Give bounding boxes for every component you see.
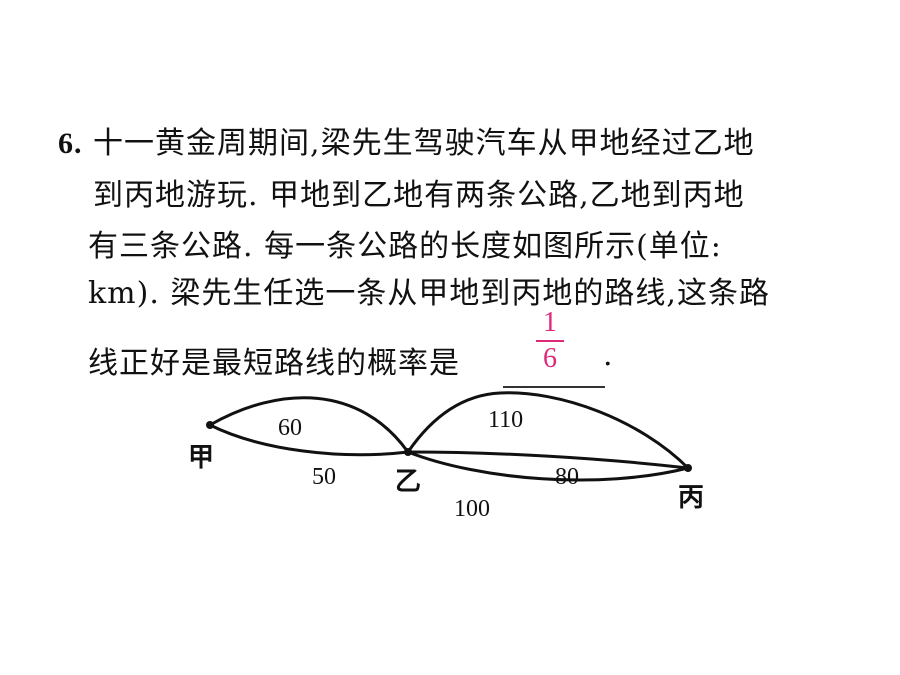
road-ab-upper xyxy=(209,396,410,453)
answer-denominator: 6 xyxy=(543,343,557,374)
question-line-4: km). 梁先生任选一条从甲地到丙地的路线,这条路 xyxy=(88,276,770,311)
node-c-dot xyxy=(684,464,692,472)
road-bc-middle xyxy=(407,450,689,470)
road-label-bc-upper: 110 xyxy=(488,407,523,433)
node-b-dot xyxy=(404,448,412,456)
road-label-bc-middle: 80 xyxy=(555,464,579,490)
question-period: . xyxy=(603,338,613,373)
answer-blank-line xyxy=(503,386,605,388)
road-ab-lower xyxy=(209,423,409,457)
road-label-ab-lower: 50 xyxy=(312,464,336,490)
road-bc-upper xyxy=(406,391,690,470)
question-line-2: 到丙地游玩. 甲地到乙地有两条公路,乙地到丙地 xyxy=(93,178,745,213)
place-label-b: 乙 xyxy=(395,467,421,497)
question-text-1: 十一黄金周期间,梁先生驾驶汽车从甲地经过乙地 xyxy=(93,126,755,161)
question-line-5: 线正好是最短路线的概率是 xyxy=(88,346,460,381)
node-a-dot xyxy=(206,421,214,429)
answer-fraction: 1 6 xyxy=(530,308,570,374)
answer-numerator: 1 xyxy=(543,307,557,338)
place-label-a: 甲 xyxy=(188,443,214,473)
road-label-ab-upper: 60 xyxy=(278,415,302,441)
question-line-3: 有三条公路. 每一条公路的长度如图所示(单位: xyxy=(88,229,722,264)
road-label-bc-lower: 100 xyxy=(454,496,490,522)
place-label-c: 丙 xyxy=(678,483,704,513)
question-line-1: 6. 十一黄金周期间,梁先生驾驶汽车从甲地经过乙地 xyxy=(58,118,755,162)
question-number: 6. xyxy=(58,127,83,160)
road-bc-lower xyxy=(407,450,689,482)
fraction-bar xyxy=(536,340,564,342)
